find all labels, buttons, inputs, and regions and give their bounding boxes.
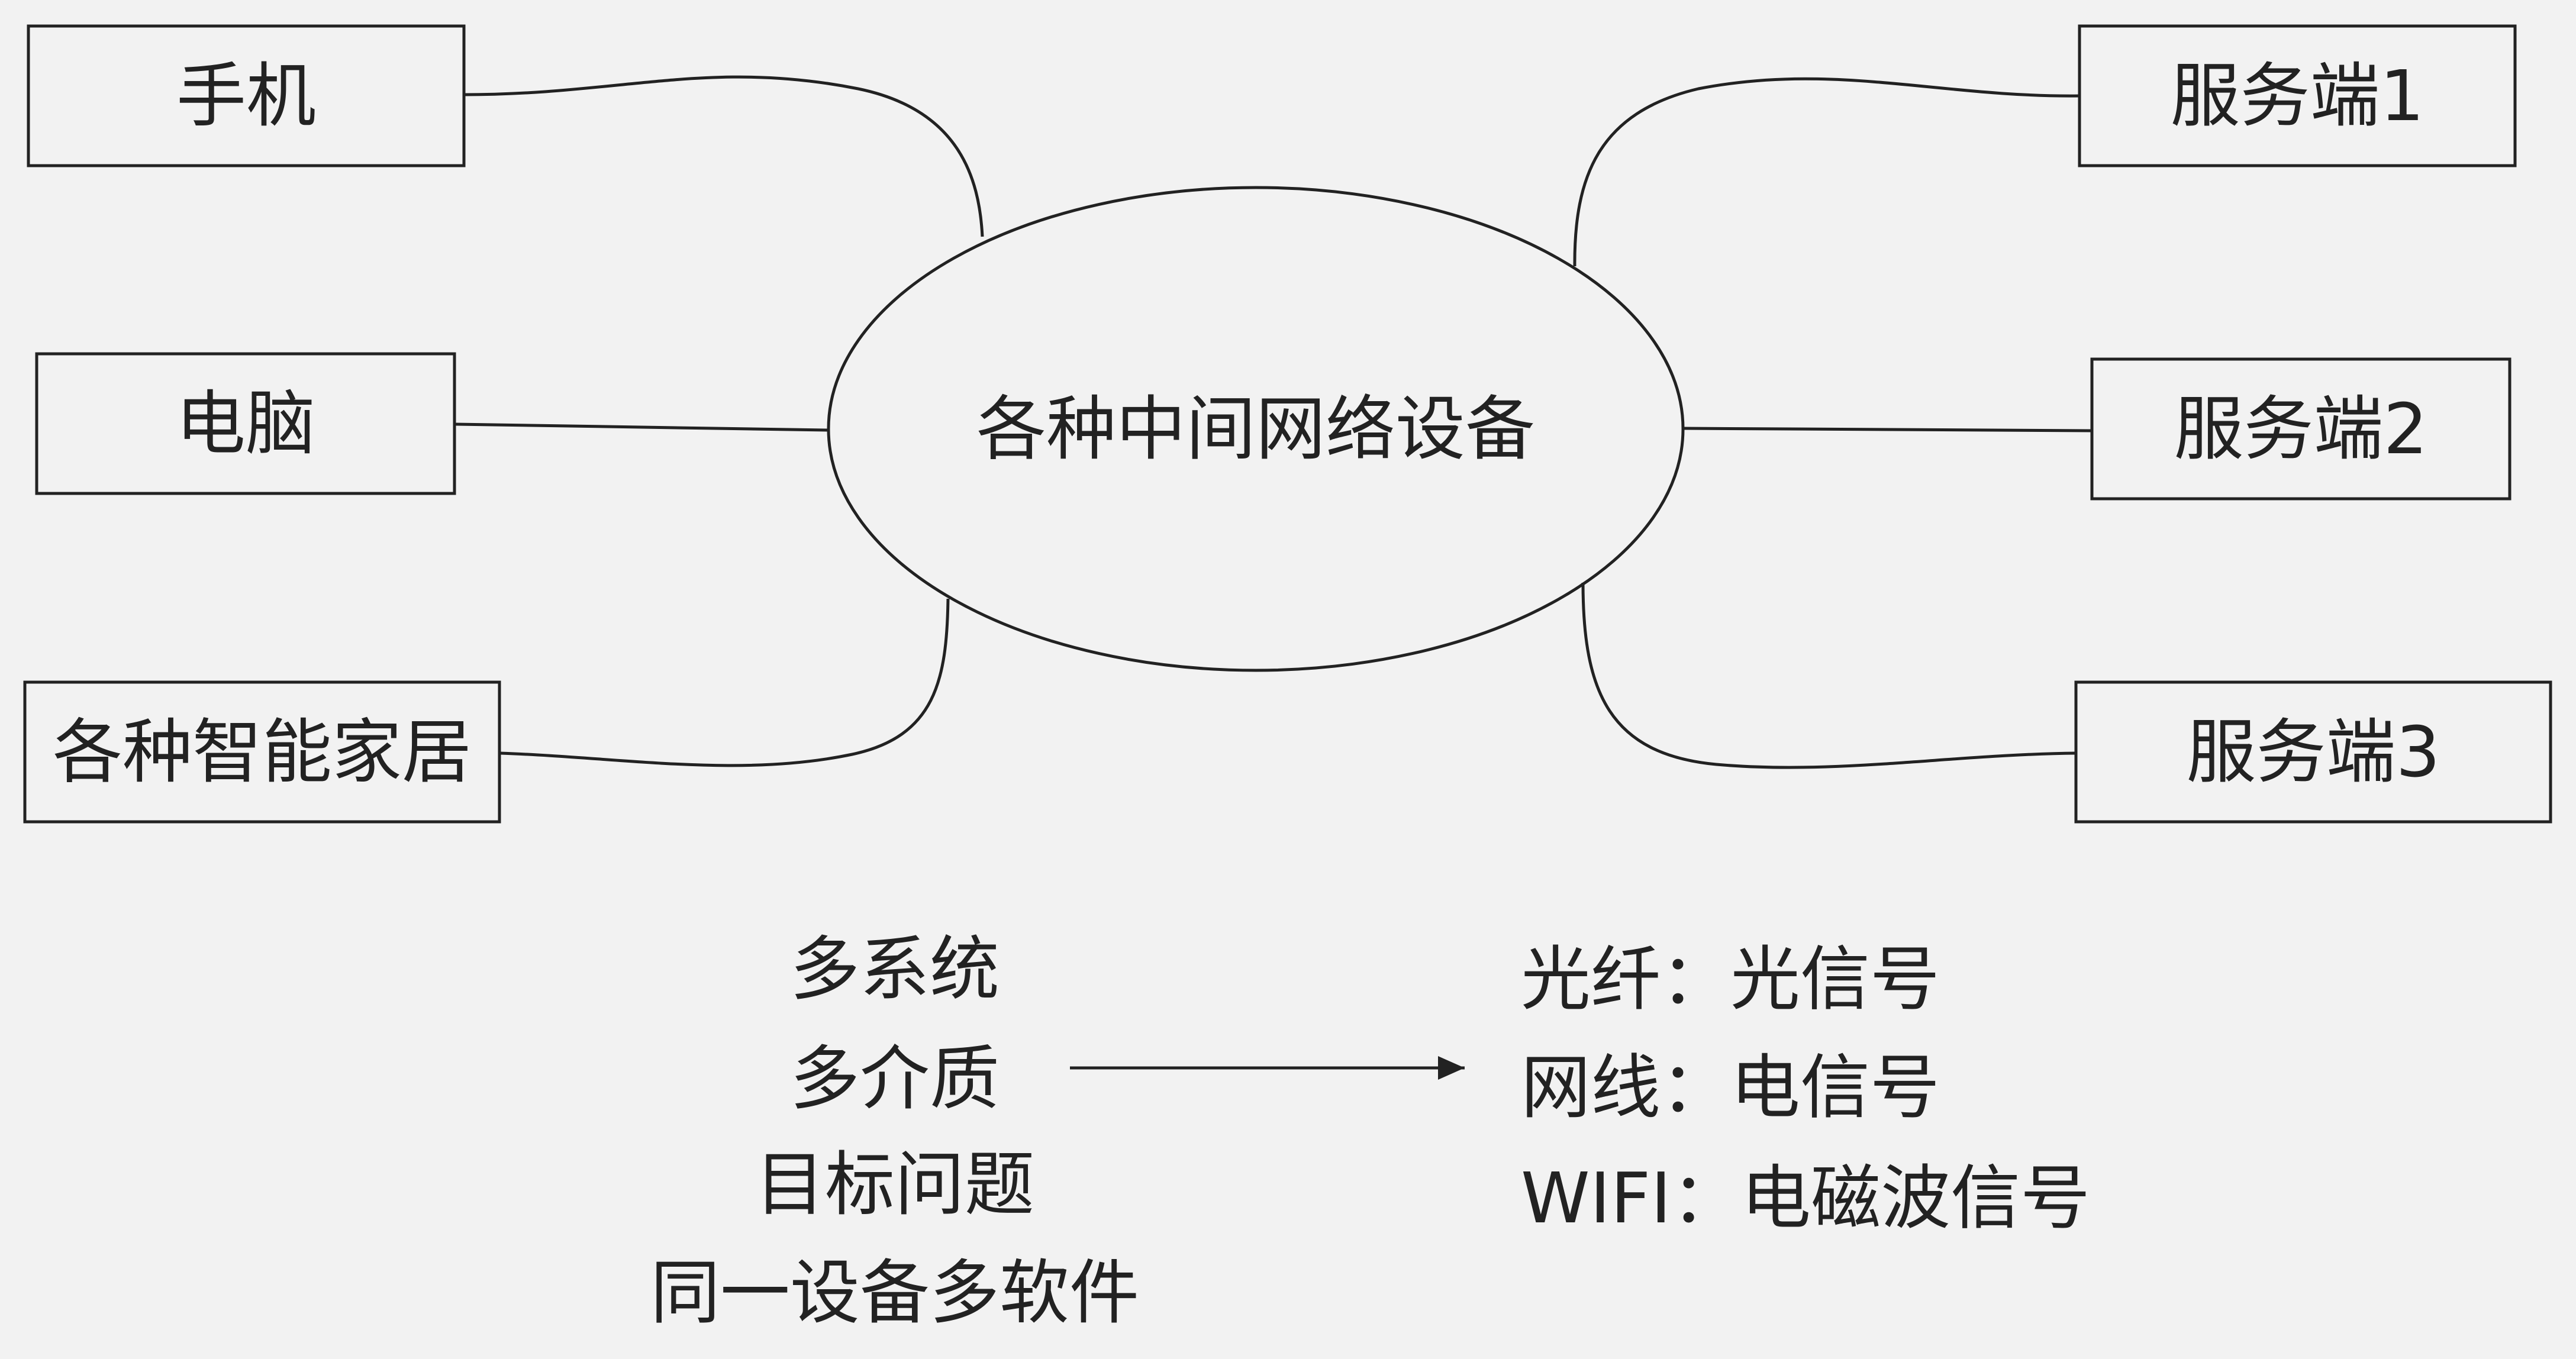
- problem-item: 目标问题: [755, 1144, 1034, 1225]
- node-server-1-label: 服务端1: [2170, 55, 2424, 137]
- problem-list: 多系统 多介质 目标问题 同一设备多软件: [650, 928, 1139, 1334]
- center-label: 各种中间网络设备: [976, 388, 1535, 470]
- node-server-1-box: [2078, 24, 2517, 167]
- connector-phone: [463, 75, 984, 237]
- connector-server-1: [1573, 77, 2080, 267]
- node-smarthome: 各种智能家居: [23, 680, 501, 824]
- center-node: 各种中间网络设备: [827, 186, 1685, 672]
- node-server-2-box: [2090, 357, 2511, 501]
- node-server-2: 服务端2: [2090, 357, 2511, 501]
- media-item: WIFI：电磁波信号: [1521, 1157, 2090, 1239]
- node-phone-box: [27, 24, 466, 167]
- media-item: 网线：电信号: [1521, 1047, 1940, 1128]
- connector-server-2: [1682, 427, 2093, 432]
- node-server-1: 服务端1: [2078, 24, 2517, 167]
- problem-item: 多介质: [790, 1038, 1000, 1119]
- connector-server-3: [1581, 582, 2077, 769]
- node-computer-box: [35, 352, 456, 495]
- node-server-3-box: [2074, 680, 2552, 824]
- center-ellipse: [827, 186, 1685, 672]
- node-phone: 手机: [27, 24, 466, 167]
- media-item: 光纤：光信号: [1521, 938, 1940, 1020]
- node-server-3-label: 服务端3: [2186, 711, 2440, 793]
- node-computer: 电脑: [35, 352, 456, 495]
- media-list: 光纤：光信号 网线：电信号 WIFI：电磁波信号: [1521, 938, 2090, 1239]
- node-smarthome-box: [23, 680, 501, 824]
- node-computer-label: 电脑: [176, 383, 315, 464]
- connector-smarthome: [499, 598, 950, 767]
- connector-computer: [455, 422, 828, 432]
- problem-item: 多系统: [790, 928, 1000, 1010]
- problem-item: 同一设备多软件: [650, 1252, 1139, 1334]
- node-smarthome-label: 各种智能家居: [53, 711, 472, 793]
- node-server-3: 服务端3: [2074, 680, 2552, 824]
- node-server-2-label: 服务端2: [2174, 388, 2427, 470]
- node-phone-label: 手机: [176, 55, 316, 137]
